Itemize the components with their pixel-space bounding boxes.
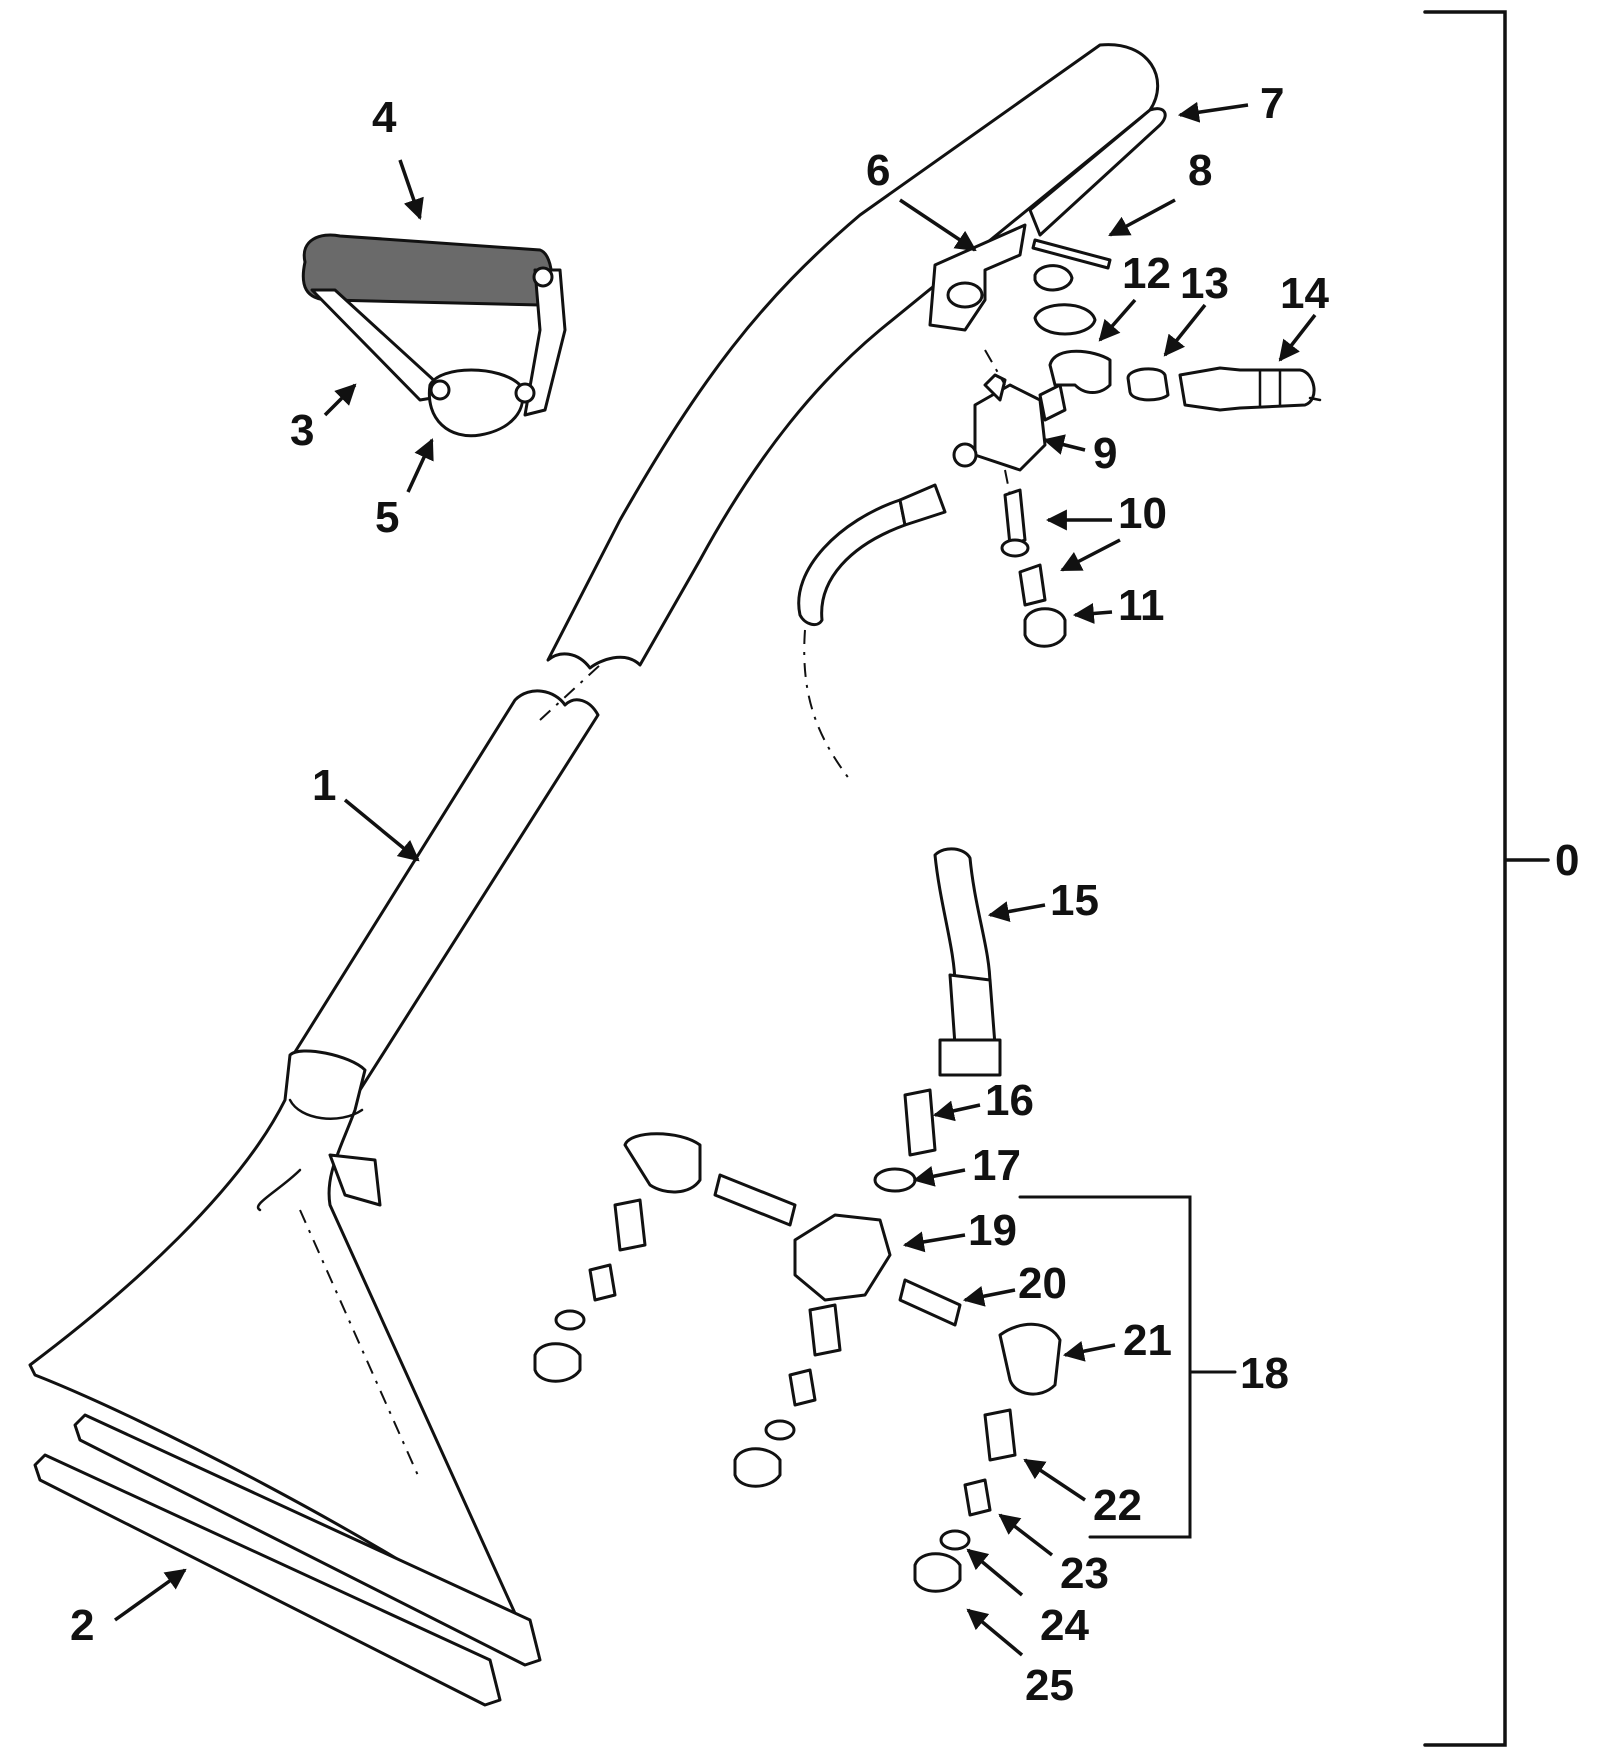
part-labels: 1 2 3 4 5 6 7 8 9 10 11 12 13 14 15 16 1… — [70, 79, 1579, 1710]
label-part-14: 14 — [1280, 269, 1329, 318]
label-part-1: 1 — [312, 761, 336, 810]
label-part-4: 4 — [372, 93, 397, 142]
label-part-8: 8 — [1188, 146, 1212, 195]
label-part-20: 20 — [1018, 1259, 1067, 1308]
solution-hose-upper — [797, 483, 947, 781]
cross-tee — [793, 1213, 892, 1302]
valve-bracket — [928, 223, 1027, 332]
squeegee-strips — [33, 1413, 542, 1707]
label-part-21: 21 — [1123, 1316, 1172, 1365]
label-part-23: 23 — [1060, 1549, 1109, 1598]
left-pipe — [713, 1173, 797, 1227]
label-part-12: 12 — [1122, 249, 1171, 298]
label-part-25: 25 — [1025, 1661, 1074, 1710]
solution-hose-lower — [933, 847, 1002, 1077]
leader-arrows — [113, 101, 1317, 1657]
adapter-fitting — [903, 1088, 937, 1157]
valve-stem-axis — [1004, 469, 1011, 496]
label-part-2: 2 — [70, 1601, 94, 1650]
label-part-17: 17 — [972, 1141, 1021, 1190]
label-part-15: 15 — [1050, 876, 1099, 925]
label-part-7: 7 — [1260, 79, 1284, 128]
valve-body — [952, 373, 1067, 472]
right-elbow — [998, 1322, 1062, 1396]
valve-stem-spring-cap — [1000, 488, 1067, 648]
label-part-11: 11 — [1118, 581, 1165, 630]
label-part-3: 3 — [290, 406, 314, 455]
pin — [1031, 238, 1112, 270]
label-part-24: 24 — [1040, 1601, 1089, 1650]
label-part-6: 6 — [866, 146, 890, 195]
label-part-9: 9 — [1093, 429, 1117, 478]
label-part-13: 13 — [1180, 259, 1229, 308]
wand-head-body — [28, 1049, 520, 1627]
quick-coupler — [1178, 366, 1322, 412]
label-assembly-0: 0 — [1555, 836, 1579, 885]
bracket-assembly-0 — [1423, 10, 1550, 1747]
bracket-assembly-18 — [1018, 1195, 1237, 1539]
label-part-10: 10 — [1118, 489, 1167, 538]
label-part-16: 16 — [985, 1076, 1034, 1125]
label-part-22: 22 — [1093, 1481, 1142, 1530]
nozzle-stacks — [533, 1198, 1017, 1593]
tube-centerline — [539, 664, 601, 721]
wand-tube-lower — [288, 689, 600, 1092]
label-part-5: 5 — [375, 493, 399, 542]
left-elbow — [623, 1132, 702, 1194]
nipple-fitting — [1126, 367, 1170, 402]
label-part-19: 19 — [968, 1206, 1017, 1255]
elbow-fitting — [1048, 349, 1112, 394]
valve-axis — [984, 349, 1006, 386]
handle-assembly — [301, 233, 567, 438]
right-pipe — [898, 1278, 962, 1327]
trigger-lever — [1028, 107, 1167, 237]
washer — [873, 1167, 917, 1193]
nut-washer-stack — [1033, 264, 1097, 336]
label-part-18: 18 — [1240, 1349, 1289, 1398]
